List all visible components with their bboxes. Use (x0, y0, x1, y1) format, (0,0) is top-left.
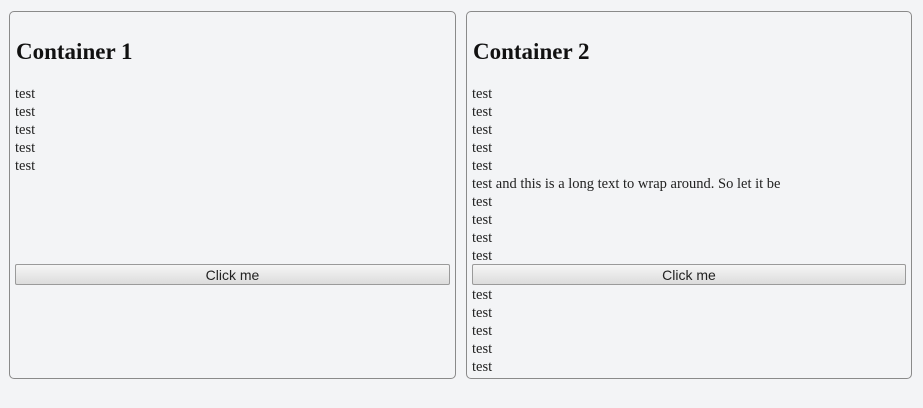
text-line: test (15, 86, 36, 102)
text-line: test (15, 158, 36, 174)
text-line: test (472, 158, 493, 174)
click-me-button[interactable]: Click me (472, 264, 906, 285)
text-lines-after: test test test test test (472, 286, 492, 376)
text-line: test (472, 104, 493, 120)
container-1: Container 1 test test test test test Cli… (9, 11, 456, 379)
click-me-button[interactable]: Click me (15, 264, 450, 285)
text-line: test (472, 122, 493, 138)
text-line: test (472, 323, 493, 339)
text-line: test (15, 122, 36, 138)
text-lines: test test test test test (15, 85, 35, 175)
container-title: Container 2 (473, 39, 590, 64)
text-line: test (472, 248, 493, 264)
text-line: test (472, 341, 493, 357)
container-title: Container 1 (16, 39, 133, 64)
text-line: test (472, 212, 493, 228)
text-line: test (472, 194, 493, 210)
text-line: test (472, 359, 493, 375)
text-line: test (15, 104, 36, 120)
text-line: test (15, 140, 36, 156)
text-line: test (472, 305, 493, 321)
text-lines: test test test test test test and this i… (472, 85, 780, 265)
container-2: Container 2 test test test test test tes… (466, 11, 912, 379)
text-line: test (472, 140, 493, 156)
text-line: test (472, 86, 493, 102)
text-line: test (472, 287, 493, 303)
text-line: test and this is a long text to wrap aro… (472, 176, 781, 192)
text-line: test (472, 230, 493, 246)
